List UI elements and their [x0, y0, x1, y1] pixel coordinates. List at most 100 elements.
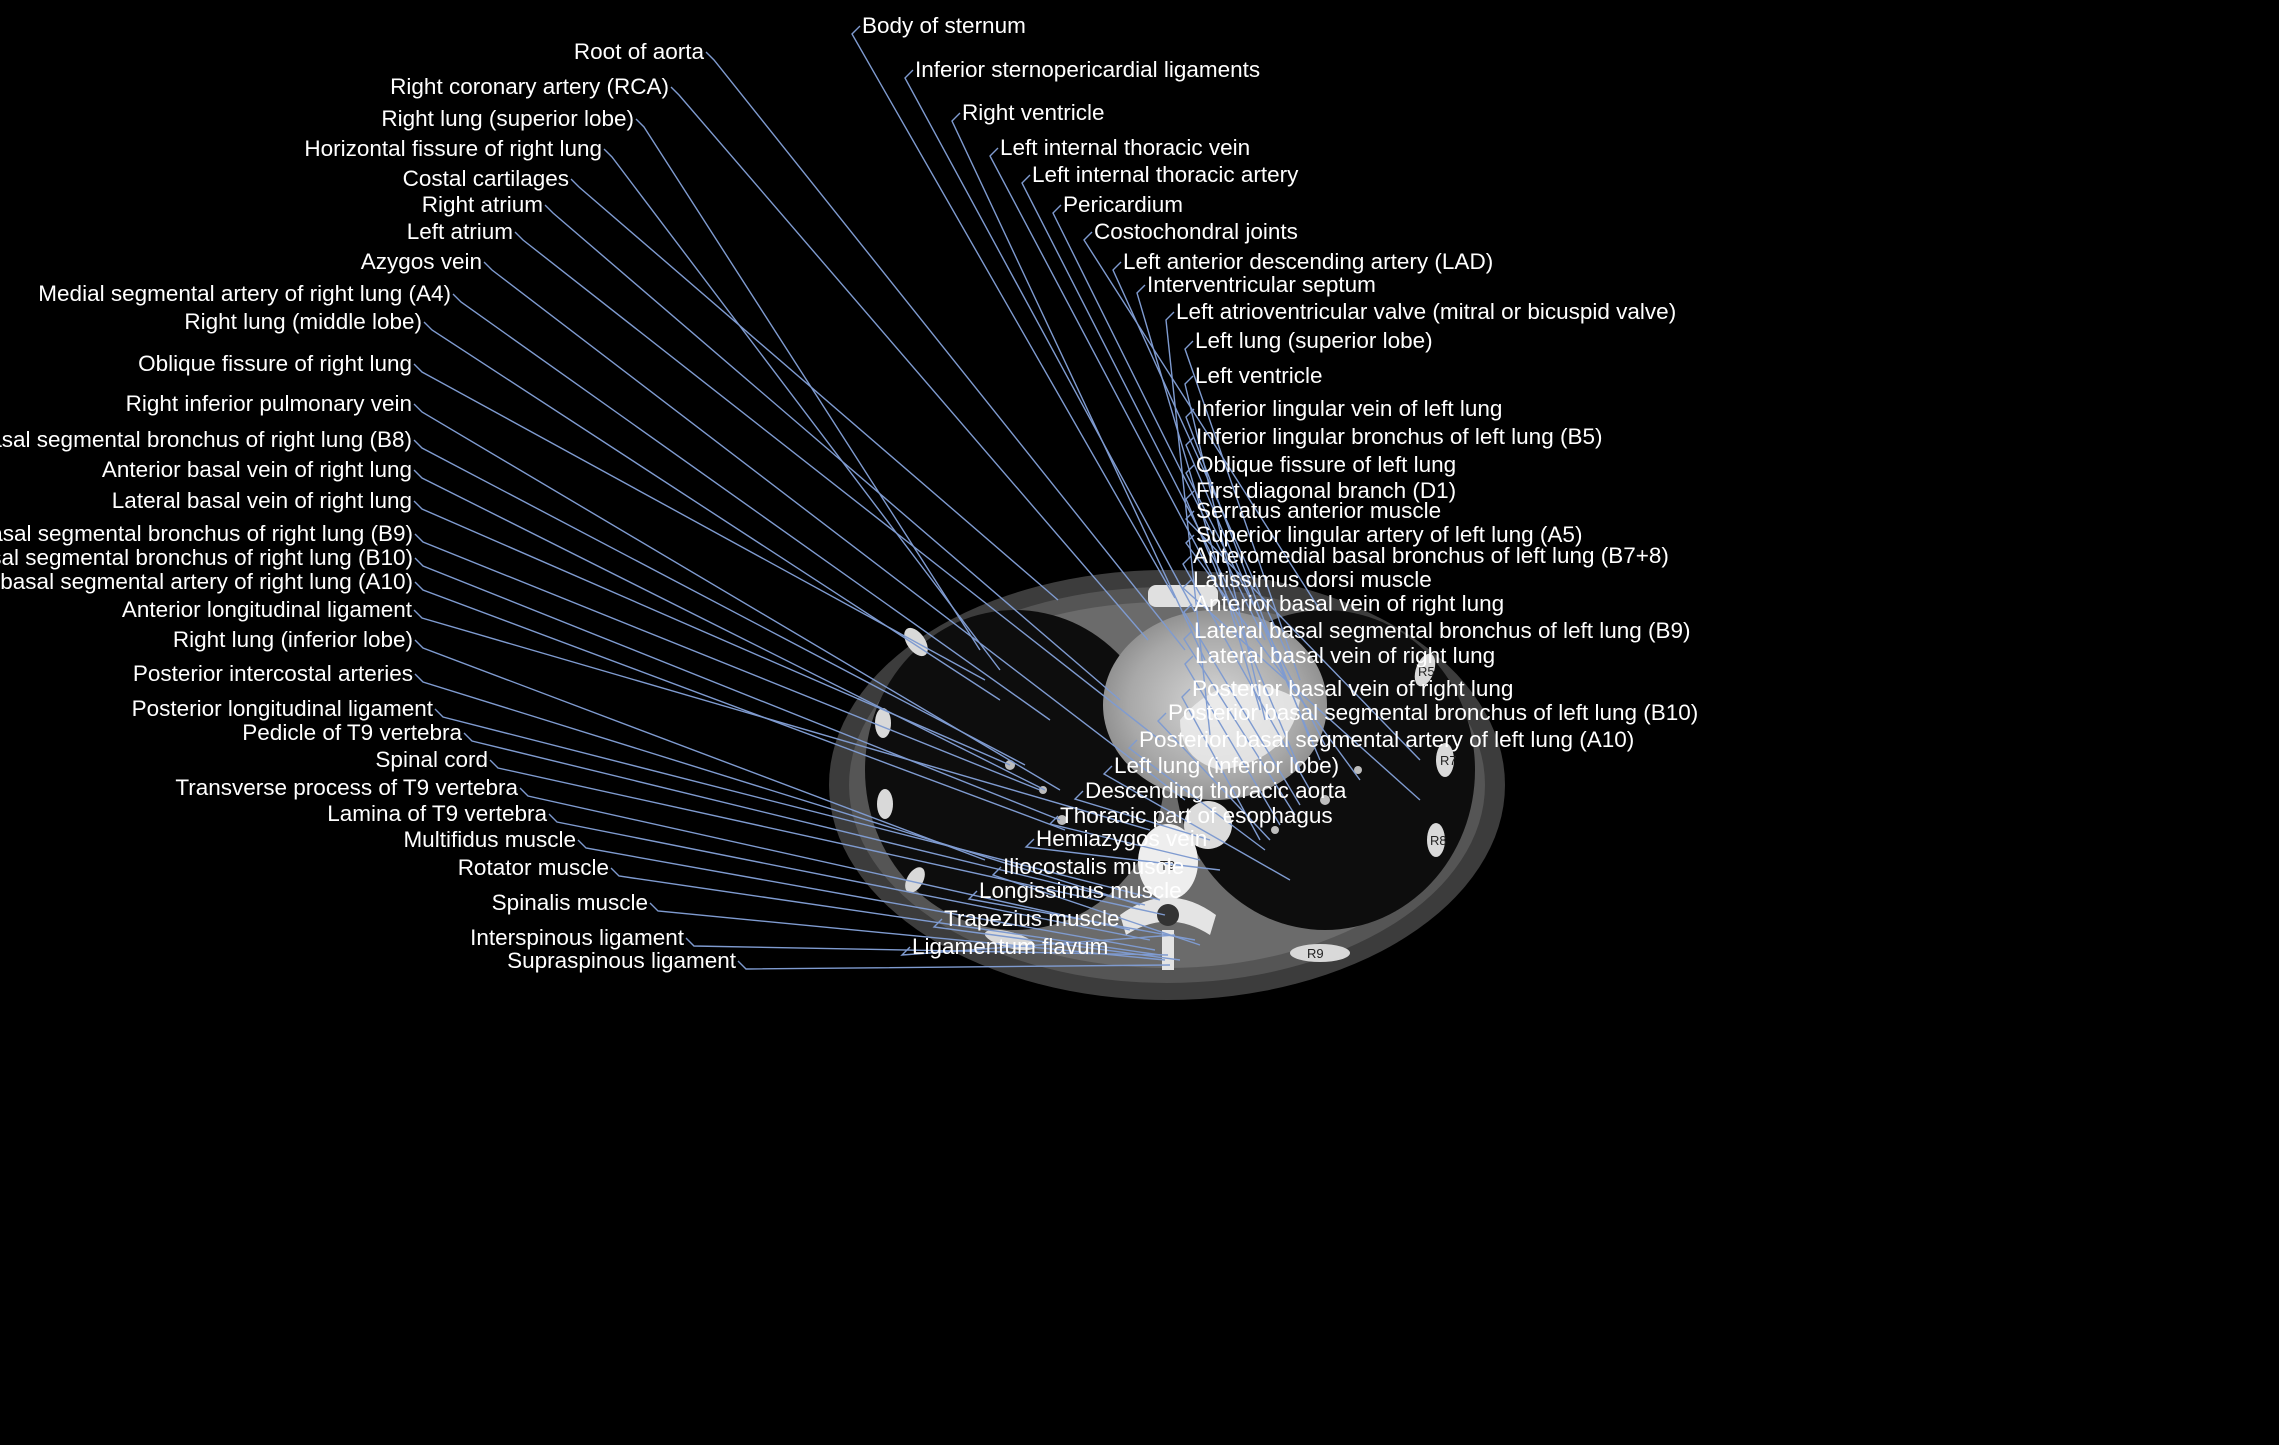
leader-line-left	[413, 469, 1046, 791]
leader-line-left	[649, 902, 1166, 961]
leader-line-right	[932, 918, 1181, 961]
pulmonary-vessels	[1005, 760, 1362, 834]
leader-line-left	[413, 609, 1151, 831]
left-label: Oblique fissure of right lung	[138, 351, 412, 376]
right-label: Latissimus dorsi muscle	[1193, 567, 1432, 592]
leader-line-right	[1181, 688, 1261, 841]
leader-line-right	[1048, 815, 1201, 861]
right-label: Posterior basal segmental bronchus of le…	[1168, 700, 1698, 725]
vertebra-marker: T9	[1160, 858, 1175, 873]
bone-markers: T9 R5 R7 R8 R9	[1160, 664, 1457, 961]
leader-line-left	[414, 533, 1041, 791]
right-label: Left anterior descending artery (LAD)	[1123, 249, 1493, 274]
right-label: Body of sternum	[862, 13, 1026, 38]
leader-line-right	[1024, 838, 1221, 871]
left-label: Costal cartilages	[403, 166, 569, 191]
leader-line-right	[1185, 490, 1301, 771]
leader-line-left	[414, 673, 1141, 906]
leader-line-right	[1112, 261, 1291, 661]
leader-line-right	[1183, 630, 1296, 816]
leader-line-left	[489, 759, 1166, 916]
left-label: Right inferior pulmonary vein	[126, 391, 412, 416]
left-label: Horizontal fissure of right lung	[304, 136, 602, 161]
leader-line-left	[670, 86, 1149, 641]
leader-line-left	[413, 363, 986, 681]
leader-line-right	[1185, 510, 1421, 761]
left-label: Transverse process of T9 vertebra	[175, 775, 518, 800]
leader-line-right	[1184, 375, 1266, 721]
right-label: Hemiazygos vein	[1036, 826, 1207, 851]
leader-line-left	[635, 118, 981, 651]
leader-line-left	[423, 321, 1001, 701]
left-label: Lamina of T9 vertebra	[327, 801, 547, 826]
right-label: Left lung (inferior lobe)	[1114, 753, 1339, 778]
left-label: Posterior basal segmental bronchus of ri…	[0, 545, 413, 570]
right-label: Posterior basal segmental artery of left…	[1139, 727, 1634, 752]
leader-lines	[413, 25, 1421, 970]
right-label: Left ventricle	[1195, 363, 1323, 388]
right-label: Costochondral joints	[1094, 219, 1298, 244]
right-label: Lateral basal vein of right lung	[1195, 643, 1495, 668]
right-label: Ligamentum flavum	[912, 934, 1108, 959]
leader-line-right	[1083, 231, 1321, 611]
leader-line-right	[1157, 712, 1271, 841]
leader-line-left	[514, 231, 1161, 741]
left-label: Root of aorta	[574, 39, 705, 64]
leader-line-left	[414, 581, 1066, 831]
leader-line-left	[413, 500, 1011, 766]
left-label: Azygos vein	[361, 249, 482, 274]
right-lung	[865, 610, 1165, 930]
leader-line-right	[1182, 555, 1311, 791]
rib-marker-posterior: R9	[1307, 946, 1324, 961]
leader-line-left	[413, 439, 1026, 766]
left-label: Pedicle of T9 vertebra	[242, 720, 462, 745]
leader-line-left	[414, 557, 1061, 821]
right-label: Right ventricle	[962, 100, 1105, 125]
right-label: Left internal thoracic vein	[1000, 135, 1250, 160]
right-label: Anteromedial basal bronchus of left lung…	[1193, 543, 1669, 568]
leader-line-right	[1185, 408, 1311, 741]
right-label: Left internal thoracic artery	[1032, 162, 1299, 187]
left-label: Interspinous ligament	[470, 925, 685, 950]
leader-line-left	[452, 293, 1051, 721]
leader-line-left	[519, 787, 1131, 931]
leader-line-right	[1185, 534, 1361, 781]
leader-line-right	[1127, 739, 1266, 851]
right-label: Oblique fissure of left lung	[1196, 452, 1456, 477]
rib-marker-mid: R7	[1440, 753, 1457, 768]
leader-line-left	[610, 867, 1161, 956]
left-label: Right atrium	[422, 192, 543, 217]
left-label: Right lung (middle lobe)	[184, 309, 422, 334]
right-label: Descending thoracic aorta	[1085, 778, 1347, 803]
left-label: Right lung (superior lobe)	[381, 106, 634, 131]
sternum	[1148, 585, 1218, 607]
descending-aorta	[1184, 801, 1232, 849]
leader-line-left	[463, 732, 1146, 906]
ct-scan-image: T9 R5 R7 R8 R9	[829, 570, 1505, 1000]
leader-line-right	[951, 112, 1206, 661]
right-label: Inferior lingular vein of left lung	[1196, 396, 1502, 421]
right-label: Left lung (superior lobe)	[1195, 328, 1433, 353]
left-label: Spinalis muscle	[492, 890, 648, 915]
right-label: Posterior basal vein of right lung	[1192, 676, 1513, 701]
right-label: Pericardium	[1063, 192, 1183, 217]
leader-line-left	[577, 839, 1156, 951]
leader-line-left	[705, 51, 1186, 651]
leader-line-right	[1184, 655, 1281, 826]
leader-line-right	[1021, 174, 1241, 611]
leader-line-right	[851, 25, 1176, 599]
left-label: Lateral basal segmental bronchus of righ…	[0, 521, 413, 546]
right-label: Lateral basal segmental bronchus of left…	[1194, 618, 1691, 643]
ribs	[875, 627, 1454, 962]
left-label: Anterior basal segmental bronchus of rig…	[0, 427, 412, 452]
leader-line-right	[900, 934, 1176, 956]
left-label: Left atrium	[407, 219, 513, 244]
leader-line-right	[989, 147, 1226, 601]
left-label: Medial segmental artery of right lung (A…	[38, 281, 451, 306]
left-label: Right lung (inferior lobe)	[173, 627, 413, 652]
right-label: First diagonal branch (D1)	[1196, 478, 1456, 503]
right-label: Left atrioventricular valve (mitral or b…	[1176, 299, 1676, 324]
leader-line-right	[1052, 204, 1266, 641]
